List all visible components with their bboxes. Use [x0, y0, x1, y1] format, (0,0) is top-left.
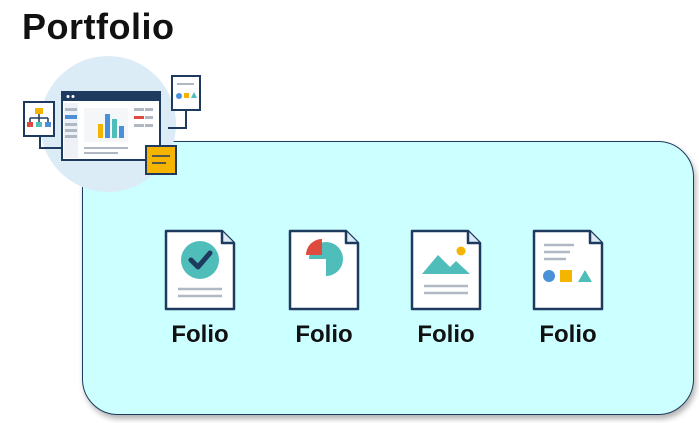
- checkmark-document-icon: [164, 229, 236, 311]
- image-document-icon: [410, 229, 482, 311]
- folio-item[interactable]: Folio: [401, 229, 491, 349]
- shapes-document-icon: [532, 229, 604, 311]
- pie-chart-document-icon: [288, 229, 360, 311]
- dashboard-screen-icon: [23, 56, 201, 192]
- folio-item[interactable]: Folio: [523, 229, 613, 349]
- folio-item[interactable]: Folio: [155, 229, 245, 349]
- page-title: Portfolio: [22, 6, 175, 47]
- folio-label: Folio: [295, 321, 353, 348]
- folio-label: Folio: [417, 321, 475, 348]
- folio-label: Folio: [171, 321, 229, 348]
- folio-item[interactable]: Folio: [279, 229, 369, 349]
- folio-label: Folio: [539, 321, 597, 348]
